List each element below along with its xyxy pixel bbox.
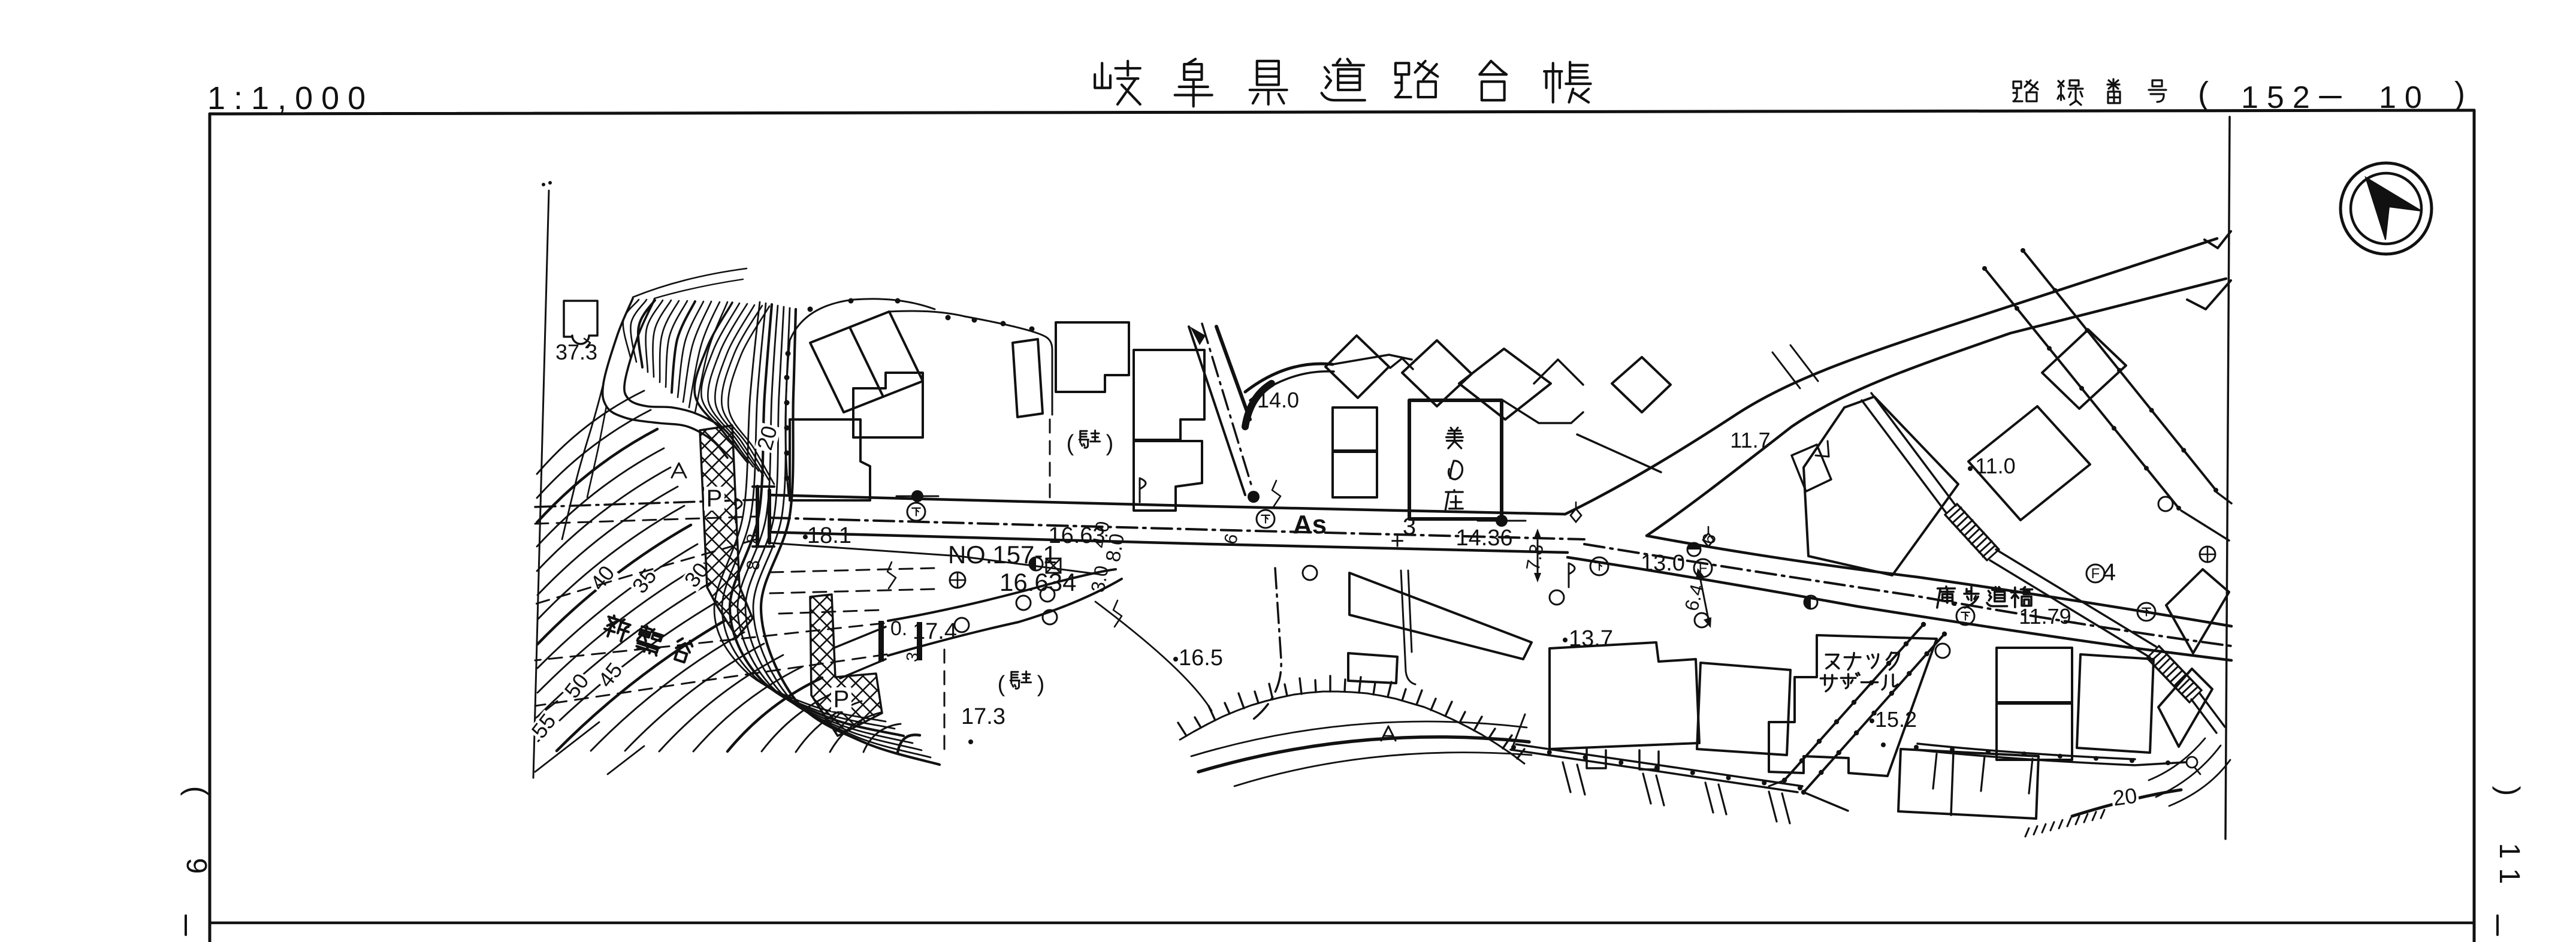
- svg-text:14.0: 14.0: [1257, 388, 1299, 412]
- svg-text:1:1,000: 1:1,000: [207, 80, 374, 116]
- svg-text:37.3: 37.3: [555, 340, 597, 364]
- svg-text:1: 1: [2493, 868, 2525, 884]
- svg-text:16.63: 16.63: [1048, 523, 1105, 548]
- svg-text:): ): [2454, 76, 2465, 111]
- svg-text:152: 152: [2241, 80, 2318, 115]
- svg-text:7.3: 7.3: [1522, 542, 1548, 572]
- svg-text:0.: 0.: [890, 617, 907, 640]
- svg-text:3: 3: [902, 651, 922, 663]
- svg-text:P: P: [833, 686, 850, 712]
- svg-text:As: As: [1293, 510, 1327, 539]
- svg-text:N: N: [948, 541, 966, 569]
- svg-text:18.1: 18.1: [807, 523, 851, 548]
- svg-text:8.0: 8.0: [1101, 532, 1129, 564]
- svg-text:P: P: [706, 485, 723, 512]
- svg-text:16.634: 16.634: [999, 568, 1076, 596]
- svg-text:11.79.: 11.79.: [2019, 604, 2077, 629]
- svg-text:15.2: 15.2: [1875, 707, 1917, 732]
- svg-text:17.3: 17.3: [961, 704, 1005, 729]
- svg-text:14.36: 14.36: [1455, 526, 1512, 551]
- svg-text:8: 8: [743, 533, 763, 545]
- svg-text:17.4: 17.4: [913, 619, 957, 644]
- svg-text:F: F: [2091, 566, 2100, 582]
- svg-text:13.7: 13.7: [1569, 626, 1613, 651]
- svg-text:8: 8: [743, 559, 763, 571]
- svg-text:(: (: [2198, 76, 2209, 111]
- svg-text:16.5: 16.5: [1179, 645, 1223, 671]
- svg-text:): ): [1037, 672, 1045, 697]
- svg-text:(: (: [180, 786, 214, 796]
- svg-text:): ): [1106, 431, 1114, 456]
- svg-text:+: +: [1390, 528, 1404, 554]
- svg-text:(: (: [1067, 431, 1074, 456]
- svg-text:11.7: 11.7: [1730, 428, 1770, 452]
- svg-text:13.0: 13.0: [1641, 551, 1685, 576]
- svg-text:1: 1: [2493, 843, 2525, 859]
- svg-text:4: 4: [2103, 559, 2116, 585]
- svg-text:3.0: 3.0: [1087, 564, 1113, 594]
- svg-text:O.157-1: O.157-1: [966, 541, 1057, 569]
- svg-text:(: (: [998, 672, 1005, 697]
- svg-text:3: 3: [1403, 514, 1416, 540]
- svg-text:11.0: 11.0: [1975, 454, 2015, 478]
- svg-text:10: 10: [2379, 80, 2430, 115]
- svg-text:4.0: 4.0: [1088, 520, 1114, 550]
- svg-text:9: 9: [180, 858, 212, 874]
- svg-text:20: 20: [2112, 783, 2139, 811]
- svg-text:): ): [2492, 786, 2526, 796]
